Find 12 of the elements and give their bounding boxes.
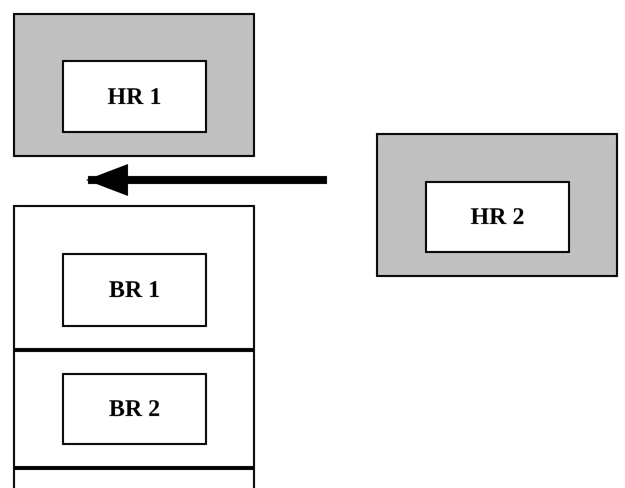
container-box	[376, 133, 618, 277]
node-label: HR 2	[470, 205, 524, 229]
label-box	[425, 181, 570, 253]
label-box	[62, 373, 207, 445]
label-box	[62, 60, 207, 133]
container-box	[13, 350, 255, 468]
node-label: BR 2	[108, 397, 160, 421]
container-box	[13, 13, 255, 157]
node-label: HR 1	[108, 84, 162, 108]
node-label: BR 1	[108, 278, 160, 302]
arrow	[86, 164, 327, 196]
label-box	[62, 253, 207, 327]
